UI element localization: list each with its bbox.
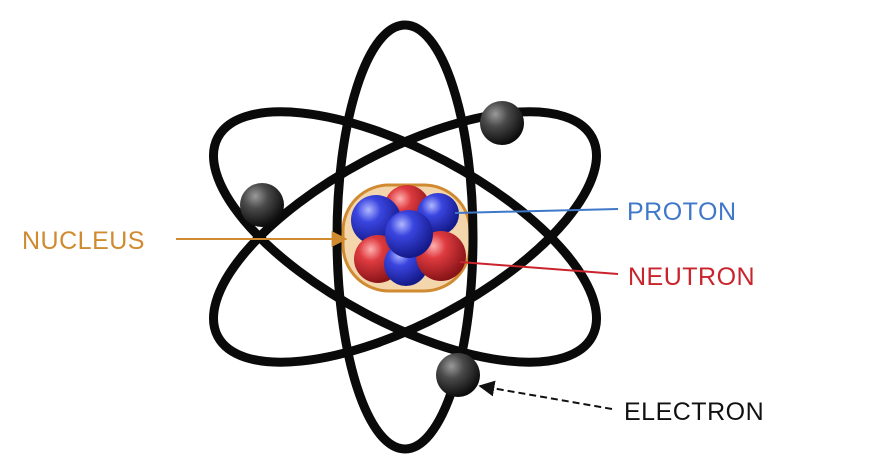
electron-label: ELECTRON: [624, 398, 764, 426]
proton-particle: [385, 210, 433, 258]
nucleus-particles: [351, 185, 466, 286]
proton-pointer: [454, 208, 619, 214]
orbit-tilted-left: [209, 107, 601, 367]
electron-particle: [240, 183, 284, 227]
neutron-pointer: [459, 261, 619, 275]
pointers: [176, 208, 619, 410]
electron-pointer: [478, 380, 613, 410]
orbit-tilted-right: [209, 107, 601, 367]
nucleus-label: NUCLEUS: [22, 227, 145, 255]
neutron-label: NEUTRON: [628, 263, 755, 291]
proton-label: PROTON: [627, 198, 737, 226]
electron-particle: [480, 101, 524, 145]
electron-particle: [436, 353, 480, 397]
electrons: [240, 101, 524, 397]
